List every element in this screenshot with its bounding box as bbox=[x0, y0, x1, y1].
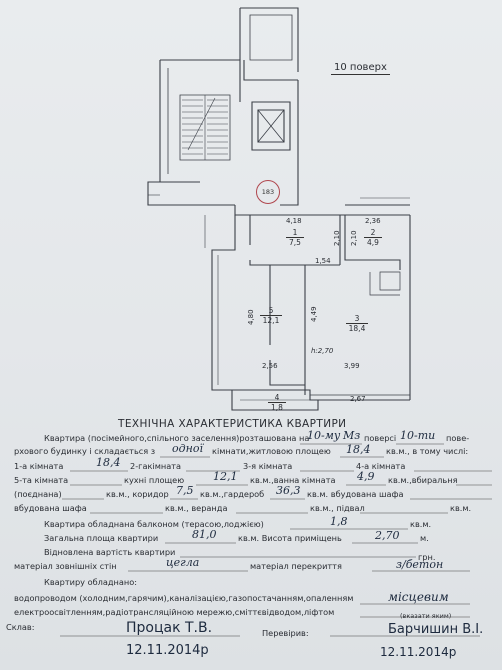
line-6c: кв.м., підвал bbox=[310, 503, 365, 513]
line-5a: (поєднана) bbox=[14, 489, 62, 499]
room-area: 4,9 bbox=[367, 238, 379, 247]
room-area: 12,1 bbox=[262, 316, 280, 325]
hw-balcony: 1,8 bbox=[330, 515, 348, 528]
line-12: водопроводом (холодним,гарячим),каналіза… bbox=[14, 593, 354, 603]
line-7b: кв.м. bbox=[410, 519, 432, 529]
room-5-label: 5 12,1 bbox=[260, 306, 282, 325]
line-3c: 3-я кімната bbox=[243, 461, 293, 471]
line-2a: рхового будинку і складається з bbox=[14, 446, 156, 456]
hw-living-area: 18,4 bbox=[346, 443, 371, 456]
line-4b: кухні площею bbox=[124, 475, 185, 485]
room-area: 7,5 bbox=[289, 238, 301, 247]
dim-399: 3,99 bbox=[344, 362, 360, 370]
hw-bath: 4,9 bbox=[357, 470, 375, 483]
room-area: 1,8 bbox=[271, 403, 283, 412]
hw-room1: 18,4 bbox=[96, 456, 121, 469]
room-number: 5 bbox=[260, 306, 282, 316]
room-2-label: 2 4,9 bbox=[364, 228, 382, 247]
hw-height: 2,70 bbox=[375, 529, 400, 542]
floor-label: 10 поверх bbox=[331, 62, 390, 75]
label-pereviryv: Перевірив: bbox=[262, 628, 309, 638]
dim-154: 1,54 bbox=[315, 257, 331, 265]
line-6b: кв.м., веранда bbox=[165, 503, 228, 513]
hw-author: Процак Т.В. bbox=[126, 620, 213, 636]
hw-rooms-count: одної bbox=[172, 442, 203, 455]
hw-floor-suffix: Мз bbox=[343, 429, 361, 442]
hw-date1: 12.11.2014р bbox=[126, 643, 209, 658]
line-3a: 1-а кімната bbox=[14, 461, 64, 471]
line-4a: 5-та кімната bbox=[14, 475, 69, 485]
line-9b: грн. bbox=[418, 552, 436, 562]
line-10a: матеріал зовнішніх стін bbox=[14, 561, 117, 571]
line-8a: Загальна площа квартири bbox=[44, 533, 159, 543]
stamp-number: 183 bbox=[256, 180, 280, 204]
line-13: електроосвітленням,радіотрансляційною ме… bbox=[14, 607, 335, 617]
hw-kitchen: 12,1 bbox=[213, 470, 238, 483]
line-6d: кв.м. bbox=[450, 503, 472, 513]
line-2c: кв.м., в тому числі: bbox=[386, 446, 469, 456]
line-5b: кв.м., коридор bbox=[106, 489, 169, 499]
room-1-label: 1 7,5 bbox=[286, 228, 304, 247]
hw-floor: 10-му bbox=[307, 429, 341, 442]
hw-total: 81,0 bbox=[192, 528, 217, 541]
line-8b: кв.м. Висота приміщень bbox=[238, 533, 342, 543]
line-8c: м. bbox=[420, 533, 429, 543]
line-11: Квартиру обладнано: bbox=[44, 577, 138, 587]
line-2b: кімнати,житловою площею bbox=[212, 446, 331, 456]
line-5d: кв.м. вбудована шафа bbox=[307, 489, 404, 499]
line-6a: вбудована шафа bbox=[14, 503, 87, 513]
room-4-label: 4 1,8 bbox=[268, 393, 286, 412]
line-4d: кв.м.,вбиральня bbox=[388, 475, 458, 485]
hw-wardrobe: 36,3 bbox=[276, 484, 301, 497]
hw-corridor: 7,5 bbox=[176, 484, 194, 497]
room-number: 4 bbox=[268, 393, 286, 403]
room-number: 2 bbox=[364, 228, 382, 238]
line-13b: (вказати яким) bbox=[400, 612, 452, 620]
dim-418: 4,18 bbox=[286, 217, 302, 225]
line-7a: Квартира обладнана балконом (терасою,лод… bbox=[44, 519, 264, 529]
room-area: 18,4 bbox=[348, 324, 366, 333]
room-number: 1 bbox=[286, 228, 304, 238]
room-number: 3 bbox=[346, 314, 368, 324]
hw-checker: Барчишин В.І. bbox=[388, 622, 484, 637]
line-3b: 2-гакімната bbox=[130, 461, 182, 471]
line-4c: кв.м.,ванна кімната bbox=[250, 475, 336, 485]
room-3-label: 3 18,4 bbox=[346, 314, 368, 333]
dim-236: 2,36 bbox=[365, 217, 381, 225]
line-1c: пове- bbox=[446, 433, 470, 443]
dim-height: h:2,70 bbox=[311, 347, 334, 355]
line-1a: Квартира (посімейного,спільного заселенн… bbox=[44, 433, 310, 443]
label-sklav: Склав: bbox=[6, 622, 35, 632]
floor-plan bbox=[147, 7, 411, 411]
hw-walls: цегла bbox=[166, 556, 200, 569]
form-title: ТЕХНІЧНА ХАРАКТЕРИСТИКА КВАРТИРИ bbox=[118, 418, 347, 430]
hw-ceiling: з/бетон bbox=[396, 558, 444, 571]
line-10b: матеріал перекриття bbox=[250, 561, 342, 571]
hw-heating: місцевим bbox=[388, 590, 449, 604]
hw-date2: 12.11.2014р bbox=[380, 645, 457, 659]
line-1b: поверсі bbox=[364, 433, 397, 443]
dim-256: 2,56 bbox=[262, 362, 278, 370]
line-5c: кв.м.,гардероб bbox=[200, 489, 265, 499]
hw-storeys: 10-ти bbox=[400, 429, 436, 442]
dim-267: 2,67 bbox=[350, 395, 366, 403]
line-9a: Відновлена вартість квартири bbox=[44, 547, 176, 557]
line-3d: 4-а кімната bbox=[356, 461, 406, 471]
